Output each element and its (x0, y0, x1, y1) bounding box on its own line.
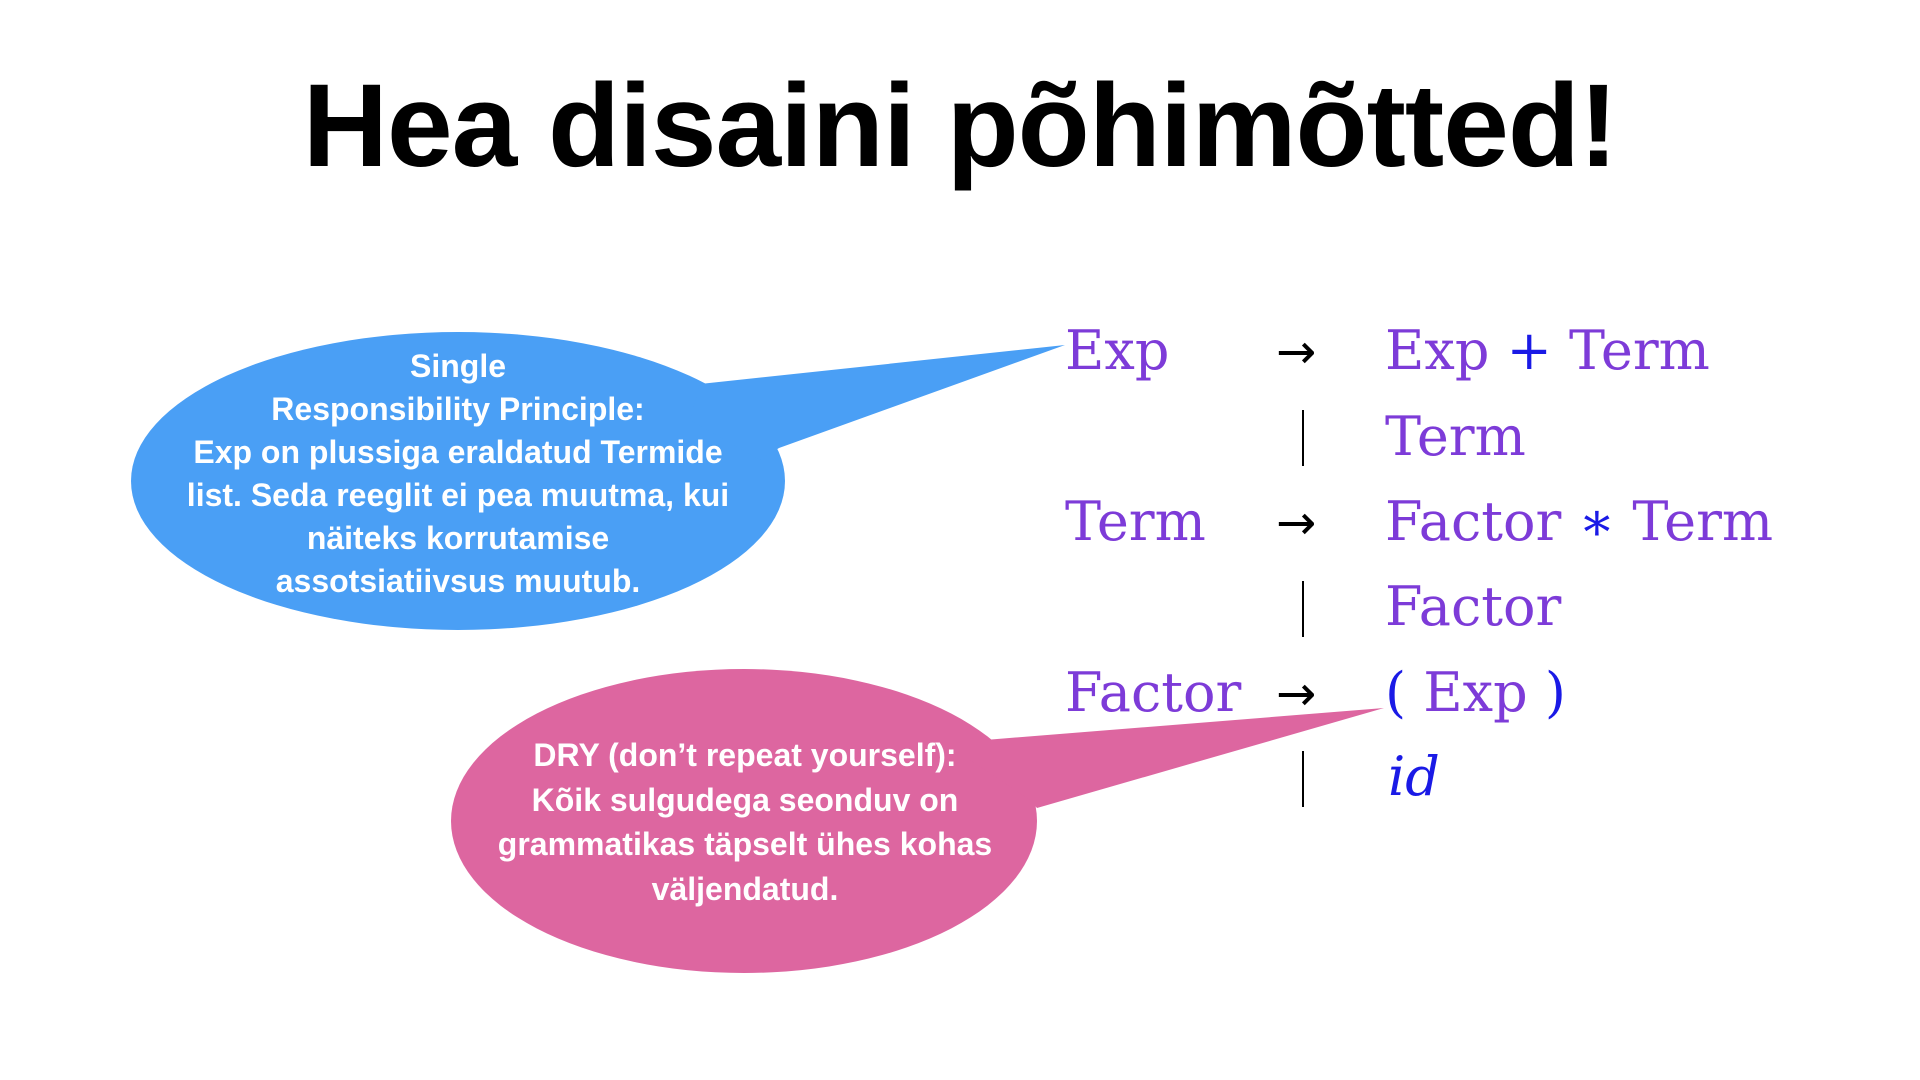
bubble-line: näiteks korrutamise (306, 520, 610, 556)
bubble-line: list. Seda reeglit ei pea muutma, kui (186, 477, 730, 513)
rule-lhs: Term (1065, 490, 1206, 553)
rhs-symbol: Term (1569, 319, 1710, 382)
arrow-icon: → (1276, 666, 1317, 722)
rhs-symbol: Exp (1423, 661, 1528, 724)
bubble-line: assotsiatiivsus muutub. (275, 563, 641, 599)
rhs-symbol: Factor (1385, 490, 1562, 553)
rule-rhs: Term (1385, 405, 1526, 468)
rule-rhs: Exp + Term (1385, 324, 1710, 378)
rule-lhs: Exp (1065, 319, 1170, 382)
rule-rhs-id: id (1388, 745, 1440, 808)
bubble-line: Responsibility Principle: (271, 391, 645, 427)
alternative-bar (1302, 410, 1304, 466)
rule-lhs: Factor (1065, 661, 1242, 724)
srp-bubble-text: Single Responsibility Principle: Exp on … (158, 345, 758, 603)
rule-rhs: Factor (1385, 575, 1562, 638)
pink-speech-bubble (451, 669, 1384, 973)
close-paren: ) (1544, 661, 1566, 724)
bubble-line: väljendatud. (651, 870, 839, 907)
plus-operator: + (1506, 319, 1552, 382)
bubble-line: grammatikas täpselt ühes kohas (497, 826, 993, 862)
blue-speech-bubble (131, 332, 1065, 630)
rule-rhs: Factor ∗ Term (1385, 495, 1773, 549)
times-operator: ∗ (1578, 490, 1616, 553)
bubble-line: Exp on plussiga eraldatud Termide (193, 434, 723, 470)
arrow-icon: → (1276, 324, 1317, 380)
rhs-symbol: Exp (1385, 319, 1490, 382)
bubble-line: Single (409, 348, 506, 384)
open-paren: ( (1385, 661, 1407, 724)
dry-bubble-text: DRY (don’t repeat yourself): Kõik sulgud… (455, 733, 1035, 911)
bubble-line: Kõik sulgudega seonduv on (531, 781, 959, 818)
arrow-icon: → (1276, 495, 1317, 551)
bubble-line: DRY (don’t repeat yourself): (533, 737, 957, 773)
alternative-bar (1302, 751, 1304, 807)
rule-rhs: ( Exp ) (1385, 666, 1566, 720)
slide-title: Hea disaini põhimõtted! (302, 60, 1618, 192)
alternative-bar (1302, 581, 1304, 637)
rhs-symbol: Term (1632, 490, 1774, 553)
